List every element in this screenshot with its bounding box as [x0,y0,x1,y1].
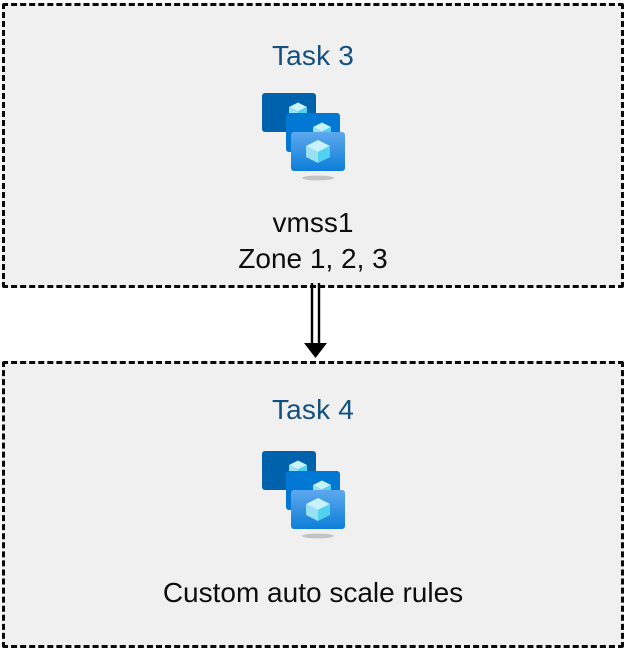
panel-task-4[interactable]: Task 4 [2,361,624,648]
caption-line: Custom auto scale rules [162,577,464,608]
caption-line: Zone 1, 2, 3 [238,242,388,274]
panel-task-3-title: Task 3 [271,40,355,71]
caption-line: vmss1 [272,207,354,238]
connector-arrow [296,283,336,363]
vm-scale-set-icon [260,90,366,187]
panel-task-4-title: Task 4 [271,394,355,425]
panel-task-4-caption: Custom auto scale rules [163,575,463,611]
panel-task-3-caption: vmss1 Zone 1, 2, 3 [238,205,387,277]
vm-scale-set-icon [260,448,366,545]
panel-task-3[interactable]: Task 3 [2,3,624,288]
